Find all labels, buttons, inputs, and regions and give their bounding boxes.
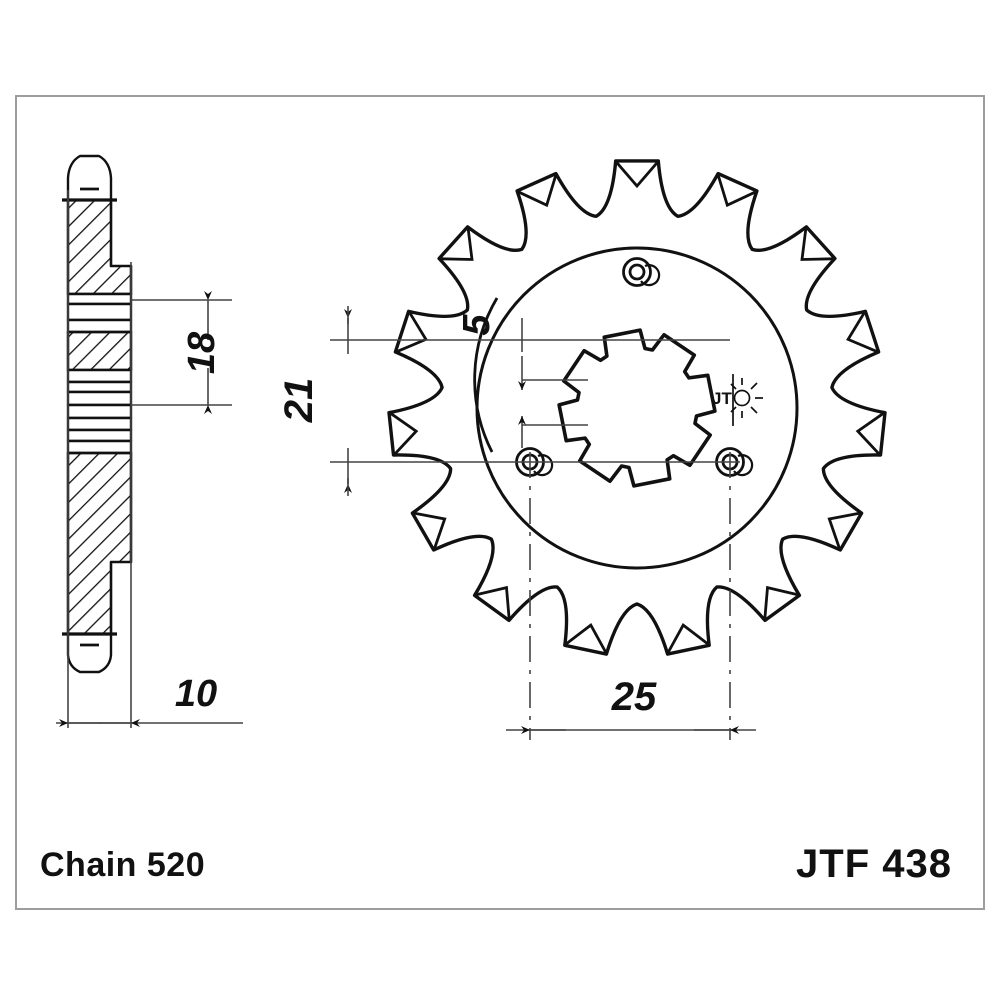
side-ring-bands-lower (66, 368, 133, 455)
chain-label: Chain 520 (40, 846, 206, 884)
spline-bore-outline (557, 328, 717, 488)
side-ring-bands (66, 292, 133, 334)
drawing-frame-border (15, 95, 985, 910)
front-view: JT (330, 159, 887, 740)
bolt-hole-group (515, 257, 754, 477)
side-view-datum-lines (67, 190, 132, 728)
side-section-view (62, 154, 133, 728)
dim-10-text: 10 (175, 673, 217, 715)
side-middle-web (66, 330, 133, 372)
sprocket-plate-circle (475, 246, 799, 570)
sprocket-tooth-notches (390, 161, 884, 653)
front-view-datum-lines (330, 318, 740, 740)
sunburst-icon (730, 374, 763, 426)
dim-18 (131, 291, 232, 414)
side-lower-flange (66, 451, 133, 636)
side-top-tooth (62, 154, 117, 202)
side-bottom-tooth (62, 632, 117, 674)
brand-mark: JT (712, 374, 763, 426)
jt-logo-text: JT (712, 389, 732, 408)
inner-recess-arc (473, 297, 499, 453)
bolt-hole (622, 257, 661, 287)
dim-5-text: 5 (456, 314, 498, 336)
dim-18-text: 18 (181, 331, 223, 374)
dim-21-text: 21 (277, 378, 321, 424)
sprocket-teeth-outline (387, 159, 887, 656)
part-number-label: JTF 438 (796, 842, 952, 886)
side-upper-flange (66, 198, 133, 296)
dim-5 (518, 356, 588, 448)
dim-25-text: 25 (611, 675, 657, 719)
